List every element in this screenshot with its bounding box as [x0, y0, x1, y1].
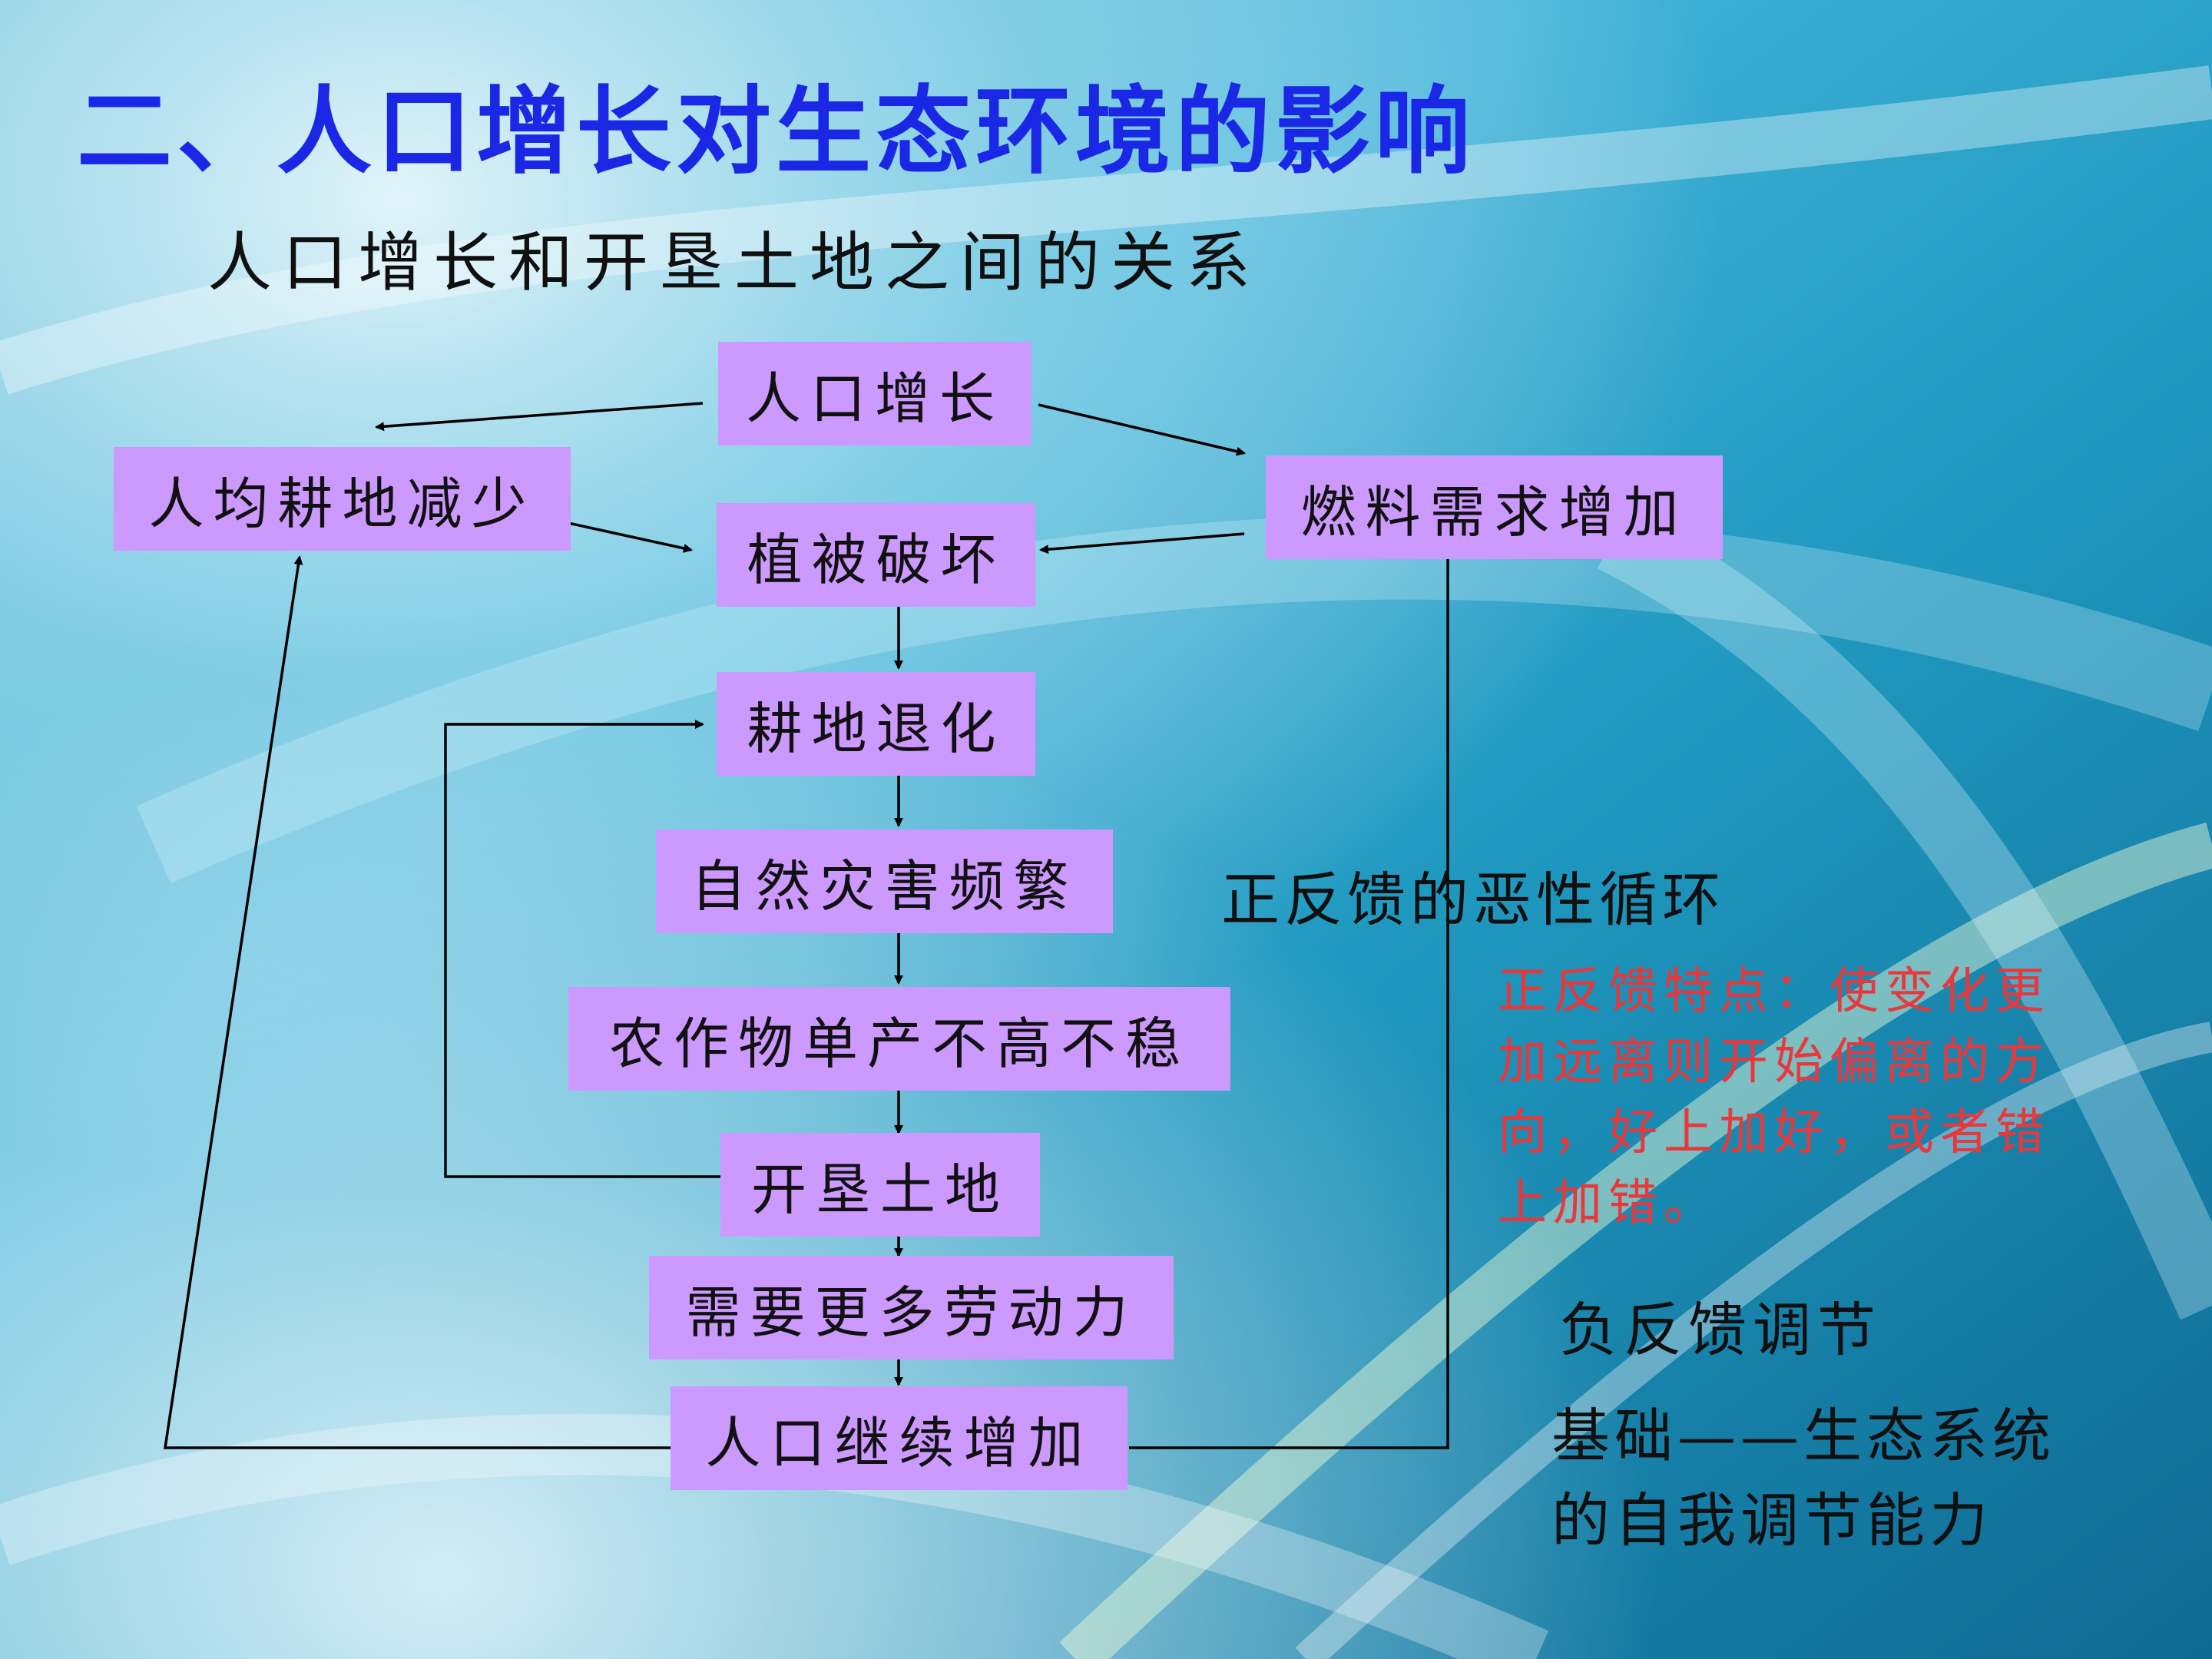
positive-feedback-desc-line: 正反馈特点：使变化更 — [1498, 963, 2051, 1020]
positive-feedback-description: 正反馈特点：使变化更 加远离则开始偏离的方 向，好上加好，或者错 上加错。 — [1498, 956, 2051, 1239]
node-fuel-demand-increase: 燃料需求增加 — [1266, 455, 1723, 559]
positive-feedback-desc-line: 向，好上加好，或者错 — [1498, 1104, 2051, 1161]
node-land-degradation: 耕地退化 — [717, 672, 1035, 776]
node-crop-yield-unstable: 农作物单产不高不稳 — [568, 987, 1230, 1091]
arrow-population-to-land-decrease — [163, 555, 672, 1449]
arrow-population-to-fuel-demand — [1129, 548, 1452, 1449]
node-frequent-disasters: 自然灾害频繁 — [656, 830, 1113, 933]
negative-feedback-title: 负反馈调节 — [1559, 1296, 1882, 1364]
node-population-increase: 人口继续增加 — [671, 1386, 1128, 1490]
arrow-growth-to-fuel-demand — [1038, 403, 1246, 456]
node-more-labor: 需要更多劳动力 — [649, 1256, 1174, 1359]
positive-feedback-desc-line: 上加错。 — [1498, 1175, 1719, 1232]
negative-feedback-basis: 基础——生态系统 的自我调节能力 — [1551, 1394, 2181, 1563]
node-vegetation-destruction: 植被破坏 — [717, 503, 1035, 607]
node-reclaim-land: 开垦土地 — [720, 1133, 1040, 1237]
arrow-growth-to-land-decrease — [375, 402, 704, 432]
node-per-capita-land-decrease: 人均耕地减少 — [114, 447, 571, 551]
arrow-fuel-to-vegetation — [1039, 532, 1245, 555]
negative-feedback-basis-line: 基础——生态系统 — [1551, 1402, 2055, 1470]
arrow-reclaim-loop-to-degradation — [444, 720, 722, 1178]
positive-feedback-title: 正反馈的恶性循环 — [1221, 866, 1725, 934]
negative-feedback-basis-line: 的自我调节能力 — [1551, 1486, 1992, 1555]
slide-subtitle: 人口增长和开垦土地之间的关系 — [207, 225, 1262, 300]
positive-feedback-desc-line: 加远离则开始偏离的方 — [1498, 1034, 2051, 1091]
slide-title: 二、人口增长对生态环境的影响 — [77, 77, 1475, 187]
node-population-growth: 人口增长 — [718, 342, 1031, 445]
